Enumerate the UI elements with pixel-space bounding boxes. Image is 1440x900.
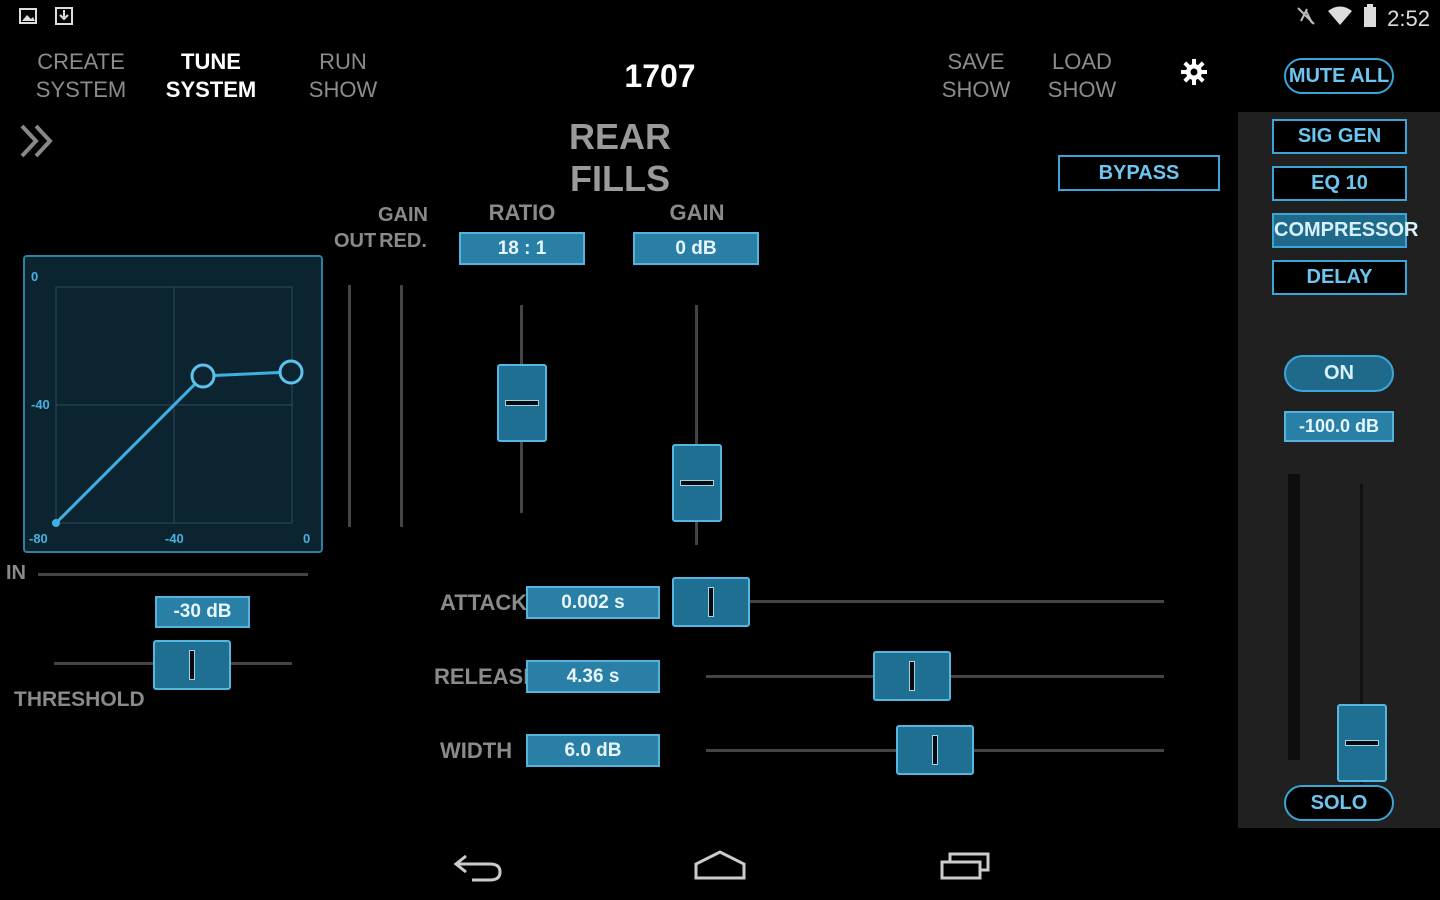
nav-create-line1: CREATE xyxy=(37,49,125,74)
ratio-value[interactable]: 18 : 1 xyxy=(459,232,585,265)
on-button[interactable]: ON xyxy=(1284,355,1394,392)
bypass-button[interactable]: BYPASS xyxy=(1058,155,1220,191)
recents-icon[interactable] xyxy=(938,848,994,889)
nav-run-show[interactable]: RUN SHOW xyxy=(288,48,398,104)
curve-point-start xyxy=(52,519,60,527)
nav-load-line1: LOAD xyxy=(1052,49,1112,74)
release-slider-thumb[interactable] xyxy=(873,651,952,701)
attack-label: ATTACK xyxy=(440,590,528,615)
nav-tune-system[interactable]: TUNE SYSTEM xyxy=(156,48,266,104)
channel-level-meter xyxy=(1288,474,1300,760)
channel-fader-track[interactable] xyxy=(1360,484,1363,784)
gain-label: GAIN xyxy=(669,200,725,225)
gain-slider-thumb[interactable] xyxy=(672,443,722,522)
channel-fader-thumb[interactable] xyxy=(1337,704,1387,782)
x-label-0: 0 xyxy=(303,531,311,546)
gain-value[interactable]: 0 dB xyxy=(633,232,759,265)
page-title: REAR FILLS xyxy=(568,116,671,199)
gear-icon[interactable] xyxy=(1180,58,1208,91)
x-label-80: -80 xyxy=(29,531,48,546)
in-label: IN xyxy=(6,562,26,584)
out-meter xyxy=(348,285,351,527)
y-label-40: -40 xyxy=(31,397,50,412)
clock: 2:52 xyxy=(1387,6,1430,31)
curve-end-handle[interactable] xyxy=(278,359,304,385)
channel-level-value[interactable]: -100.0 dB xyxy=(1284,411,1394,442)
ratio-label: RATIO xyxy=(488,200,556,225)
gain-red-label: GAIN RED. xyxy=(378,202,428,254)
curve-knee-handle[interactable] xyxy=(190,363,216,389)
nav-tune-line1: TUNE xyxy=(181,49,241,74)
threshold-slider-thumb[interactable] xyxy=(153,640,232,690)
compressor-curve-graph[interactable]: 0 -40 -80 -40 0 xyxy=(23,255,323,553)
home-icon[interactable] xyxy=(692,848,748,889)
nav-run-line1: RUN xyxy=(319,49,367,74)
back-icon[interactable] xyxy=(452,848,504,889)
wifi-icon xyxy=(1327,5,1353,33)
input-meter xyxy=(38,573,308,576)
nav-tune-line2: SYSTEM xyxy=(165,77,257,102)
nav-save-show[interactable]: SAVE SHOW xyxy=(921,48,1031,104)
nav-load-show[interactable]: LOAD SHOW xyxy=(1027,48,1137,104)
width-slider-thumb[interactable] xyxy=(896,725,974,775)
nav-load-line2: SHOW xyxy=(1047,77,1117,102)
show-id: 1707 xyxy=(624,58,696,94)
nav-save-line2: SHOW xyxy=(941,77,1011,102)
release-label: RELEASE xyxy=(434,664,538,689)
width-label: WIDTH xyxy=(440,738,513,763)
ratio-slider-thumb[interactable] xyxy=(497,363,547,442)
attack-value[interactable]: 0.002 s xyxy=(526,586,660,619)
attack-slider-track[interactable] xyxy=(706,600,1164,603)
module-delay-button[interactable]: DELAY xyxy=(1272,260,1407,295)
threshold-label: THRESHOLD xyxy=(14,688,145,711)
image-icon xyxy=(18,6,38,26)
nav-create-line2: SYSTEM xyxy=(35,77,127,102)
gain-red-line1: GAIN xyxy=(378,204,428,226)
download-icon xyxy=(54,6,74,26)
battery-icon xyxy=(1363,4,1377,34)
y-label-0: 0 xyxy=(31,269,39,284)
solo-button[interactable]: SOLO xyxy=(1284,785,1394,821)
module-eq-10-button[interactable]: EQ 10 xyxy=(1272,166,1407,201)
status-bar-right: 2:52 xyxy=(1295,4,1430,34)
expand-chevron-icon[interactable] xyxy=(18,122,56,165)
x-label-40: -40 xyxy=(165,531,184,546)
module-compressor-button[interactable]: COMPRESSOR xyxy=(1272,213,1418,248)
threshold-value[interactable]: -30 dB xyxy=(155,596,250,628)
gain-red-line2: RED. xyxy=(379,230,427,252)
curve-svg xyxy=(52,286,304,527)
mute-all-button[interactable]: MUTE ALL xyxy=(1284,58,1394,94)
width-value[interactable]: 6.0 dB xyxy=(526,734,660,767)
module-sig-gen-button[interactable]: SIG GEN xyxy=(1272,119,1407,154)
release-value[interactable]: 4.36 s xyxy=(526,660,660,693)
mute-icon xyxy=(1295,5,1317,33)
attack-slider-thumb[interactable] xyxy=(672,577,750,627)
gain-slider-track[interactable] xyxy=(695,305,698,545)
out-meter-label: OUT xyxy=(334,230,377,252)
nav-save-line1: SAVE xyxy=(947,49,1005,74)
nav-run-line2: SHOW xyxy=(308,77,378,102)
gain-red-meter xyxy=(400,285,403,527)
nav-create-system[interactable]: CREATE SYSTEM xyxy=(26,48,136,104)
